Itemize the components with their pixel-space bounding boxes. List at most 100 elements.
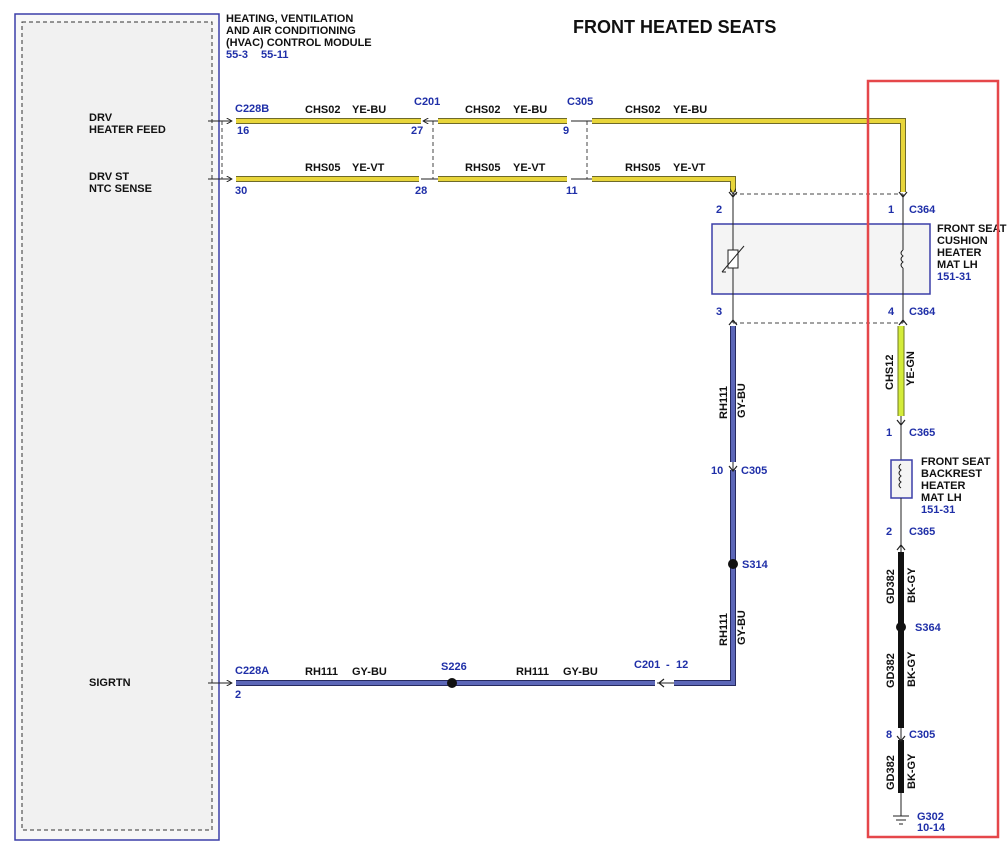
rh111-circuit-1: RH111: [305, 666, 338, 678]
chs02-color-3: YE-BU: [673, 104, 707, 116]
c305-pin-9: 9: [563, 125, 569, 137]
connector-c228b[interactable]: C228B: [235, 103, 269, 115]
c364-pin-2-arrow: [728, 191, 738, 198]
gd382-circuit-vertical-1: GD382: [885, 569, 897, 604]
backrest-label-line-4: MAT LH: [921, 492, 962, 504]
splice-s314[interactable]: [728, 559, 738, 569]
cushion-heater-mat-box: [711, 223, 931, 295]
pin-label-sigrtn: SIGRTN: [89, 677, 131, 689]
gd382-color-vertical-3: BK-GY: [906, 753, 918, 789]
c364-pin-3: 3: [716, 306, 722, 318]
c365-pin-1: 1: [886, 427, 892, 439]
c365-pin-1-arrow: [896, 419, 906, 426]
c364-pin-4-arrow: [898, 319, 908, 326]
gd382-circuit-vertical-2: GD382: [885, 653, 897, 688]
c201-pin-12: 12: [676, 659, 688, 671]
c364-pin-1: 1: [888, 204, 894, 216]
rh111-color-2: GY-BU: [563, 666, 598, 678]
chs02-circuit-3: CHS02: [625, 104, 660, 116]
connector-c365-top[interactable]: C365: [909, 427, 935, 439]
c305-pin-8: 8: [886, 729, 892, 741]
cushion-label-line-3: HEATER: [937, 247, 981, 259]
chs02-circuit-1: CHS02: [305, 104, 340, 116]
rhs05-circuit-2: RHS05: [465, 162, 500, 174]
module-ref-1[interactable]: 55-3: [226, 49, 248, 61]
module-name-line-3: (HVAC) CONTROL MODULE: [226, 37, 372, 49]
rhs05-circuit-3: RHS05: [625, 162, 660, 174]
c305-inline-connector-top[interactable]: [571, 120, 592, 180]
splice-s226[interactable]: [447, 678, 457, 688]
backrest-label-line-2: BACKREST: [921, 468, 982, 480]
splice-s314-label[interactable]: S314: [742, 559, 769, 571]
c201-pin-28: 28: [415, 185, 427, 197]
c365-pin-2: 2: [886, 526, 892, 538]
rhs05-color-1: YE-VT: [352, 162, 385, 174]
rhs05-color-2: YE-VT: [513, 162, 546, 174]
rh111-color-vertical-1: GY-BU: [736, 383, 748, 418]
c364-pin-3-arrow: [728, 319, 738, 326]
pin-16: 16: [237, 125, 249, 137]
c365-pin-2-arrow: [896, 544, 906, 551]
cushion-label-line-2: CUSHION: [937, 235, 988, 247]
cushion-label-line-4: MAT LH: [937, 259, 978, 271]
connector-c305-rh111[interactable]: C305: [741, 465, 767, 477]
chs02-circuit-2: CHS02: [465, 104, 500, 116]
module-ref-2[interactable]: 55-11: [261, 49, 289, 61]
splice-s364-label[interactable]: S364: [915, 622, 942, 634]
highlight-box: [866, 79, 1000, 839]
c201-bottom-sep: -: [666, 659, 670, 671]
connector-c365-bottom[interactable]: C365: [909, 526, 935, 538]
gd382-circuit-vertical-3: GD382: [885, 755, 897, 790]
ground-ref[interactable]: 10-14: [917, 822, 946, 834]
module-name-line-1: HEATING, VENTILATION: [226, 13, 353, 25]
rh111-color-vertical-2: GY-BU: [736, 610, 748, 645]
backrest-ref[interactable]: 151-31: [921, 504, 955, 516]
cushion-label-line-1: FRONT SEAT: [937, 223, 1007, 235]
chs02-color-2: YE-BU: [513, 104, 547, 116]
c364-pin-2: 2: [716, 204, 722, 216]
wire-rh111[interactable]: [236, 326, 736, 686]
wire-chs02[interactable]: [236, 118, 906, 192]
connector-c228a[interactable]: C228A: [235, 665, 269, 677]
splice-s364[interactable]: [896, 622, 906, 632]
connector-c201-bottom[interactable]: C201: [634, 659, 660, 671]
c201-pin-27: 27: [411, 125, 423, 137]
connector-c364-bottom[interactable]: C364: [909, 306, 936, 318]
pin-2: 2: [235, 689, 241, 701]
chs12-color-vertical: YE-GN: [905, 351, 917, 386]
cushion-ref[interactable]: 151-31: [937, 271, 971, 283]
rh111-circuit-vertical-2: RH111: [718, 613, 730, 646]
c364-pin-4: 4: [888, 306, 895, 318]
c305-gd382-arrow: [896, 735, 906, 742]
backrest-label-line-1: FRONT SEAT: [921, 456, 991, 468]
backrest-label-line-3: HEATER: [921, 480, 965, 492]
ground-icon: [893, 793, 909, 825]
backrest-heater-mat-box: [890, 459, 913, 499]
c364-pin-1-arrow: [898, 191, 908, 198]
rh111-color-1: GY-BU: [352, 666, 387, 678]
pin-label-drv-st: DRV ST: [89, 171, 129, 183]
wire-rhs05[interactable]: [236, 176, 736, 192]
gd382-color-vertical-2: BK-GY: [906, 651, 918, 687]
pin-label-ntc-sense: NTC SENSE: [89, 183, 152, 195]
connector-c201-top[interactable]: C201: [414, 96, 440, 108]
c305-pin-11: 11: [566, 185, 578, 197]
connector-c305-top[interactable]: C305: [567, 96, 593, 108]
backrest-heater-element-icon: [898, 463, 902, 489]
splice-s226-label[interactable]: S226: [441, 661, 467, 673]
chs12-circuit-vertical: CHS12: [884, 355, 896, 390]
connector-c305-gd382[interactable]: C305: [909, 729, 935, 741]
diagram-title: FRONT HEATED SEATS: [573, 17, 776, 37]
rhs05-circuit-1: RHS05: [305, 162, 340, 174]
rh111-circuit-vertical-1: RH111: [718, 386, 730, 419]
c305-rh111-arrow: [728, 465, 738, 472]
chs02-color-1: YE-BU: [352, 104, 386, 116]
pin-30: 30: [235, 185, 247, 197]
cushion-heater-element-icon: [900, 224, 904, 294]
pin-label-heater-feed: HEATER FEED: [89, 124, 166, 136]
connector-c364-top[interactable]: C364: [909, 204, 936, 216]
ground-g302[interactable]: G302: [917, 811, 944, 823]
hvac-module-inner-box: [21, 21, 213, 831]
c201-inline-connector[interactable]: [421, 121, 438, 180]
